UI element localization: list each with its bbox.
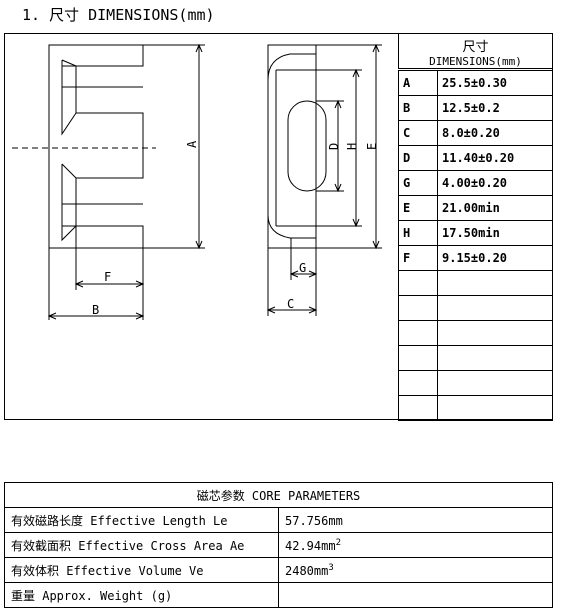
param-row-weight: 重量 Approx. Weight (g) [4,582,553,608]
dimension-key: C [398,120,438,146]
param-row-area: 有效截面积 Effective Cross Area Ae 42.94mm2 [4,532,553,558]
dimension-key [398,295,438,321]
label-f: F [104,270,111,284]
bobbin-outline [267,44,317,249]
drawing-frame [4,33,553,420]
label-e: E [365,143,379,150]
param-value: 57.756mm [278,507,553,533]
dimension-value: 17.50min [437,220,553,246]
dimension-key: F [398,245,438,271]
dimension-key [398,395,438,421]
param-label: 有效体积 Effective Volume Ve [4,557,279,583]
dimension-value: 11.40±0.20 [437,145,553,171]
dimension-value [437,395,553,421]
dimensions-subtitle: DIMENSIONS(mm) [429,55,522,68]
dimension-value [437,345,553,371]
label-g: G [299,261,306,275]
param-value: 42.94mm2 [278,532,553,558]
param-value: 2480mm3 [278,557,553,583]
dimension-value: 21.00min [437,195,553,221]
dimension-value [437,370,553,396]
param-label: 有效磁路长度 Effective Length Le [4,507,279,533]
dimension-key: G [398,170,438,196]
dimension-row [398,320,553,346]
dimension-key [398,320,438,346]
label-b: B [92,303,99,317]
dimension-key [398,270,438,296]
label-c: C [287,297,294,311]
dimension-key [398,370,438,396]
dimension-row [398,345,553,371]
dimension-key: H [398,220,438,246]
dimension-key: D [398,145,438,171]
dimension-row [398,395,553,421]
param-value [278,582,553,608]
dimensions-title: 尺寸 [462,40,489,55]
dimension-value [437,295,553,321]
dimension-value: 4.00±0.20 [437,170,553,196]
dimension-row [398,295,553,321]
label-d: D [327,143,341,150]
dimension-key: E [398,195,438,221]
dimension-value: 9.15±0.20 [437,245,553,271]
dimension-value [437,270,553,296]
label-a: A [185,140,199,148]
section-heading: 1. 尺寸 DIMENSIONS(mm) [22,6,215,24]
dimension-row [398,270,553,296]
dimension-key: A [398,70,438,96]
dimensions-header: 尺寸 DIMENSIONS(mm) [398,33,553,69]
dimension-key: B [398,95,438,121]
param-label: 重量 Approx. Weight (g) [4,582,279,608]
dimension-value: 12.5±0.2 [437,95,553,121]
core-parameters-table: 磁芯参数 CORE PARAMETERS 有效磁路长度 Effective Le… [4,482,553,608]
dimension-row [398,370,553,396]
param-label: 有效截面积 Effective Cross Area Ae [4,532,279,558]
dimension-value: 8.0±0.20 [437,120,553,146]
param-row-length: 有效磁路长度 Effective Length Le 57.756mm [4,507,553,533]
parameters-title: 磁芯参数 CORE PARAMETERS [4,482,553,508]
dimension-value [437,320,553,346]
dimension-value: 25.5±0.30 [437,70,553,96]
e-core-outline [48,44,144,249]
param-row-volume: 有效体积 Effective Volume Ve 2480mm3 [4,557,553,583]
label-h: H [345,143,359,150]
dimension-key [398,345,438,371]
